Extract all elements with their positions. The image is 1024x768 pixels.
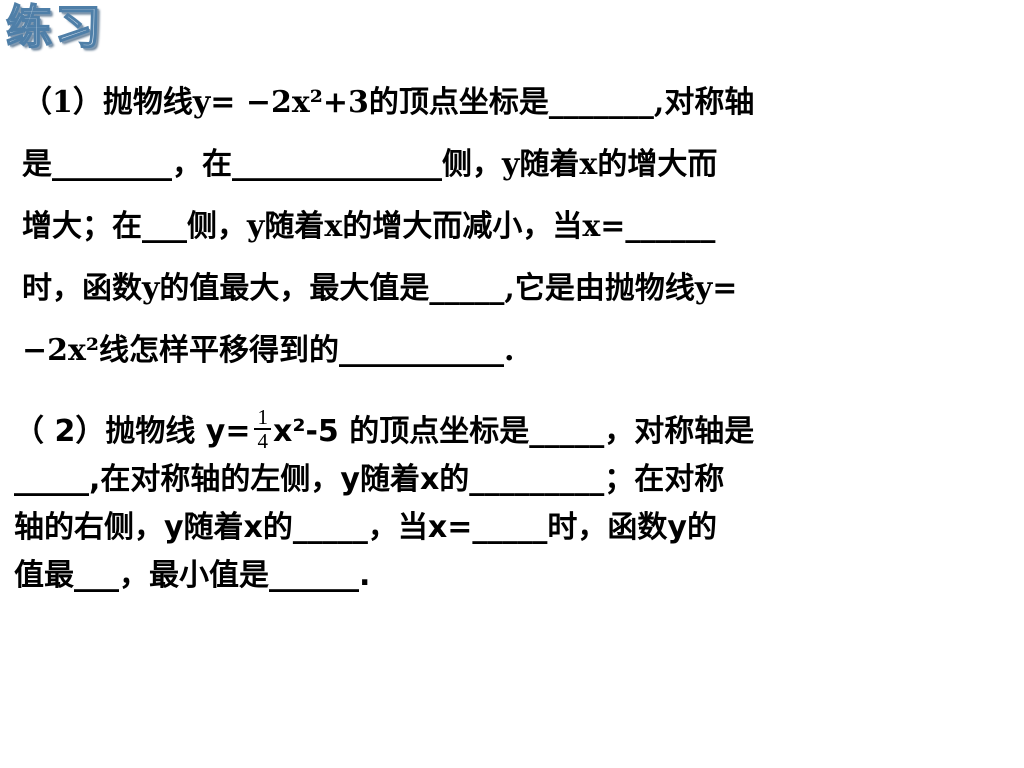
problem-1-line: −2x²线怎样平移得到的___________.: [22, 333, 515, 368]
exercise-problem-1: （1）抛物线y= −2x²+3的顶点坐标是_______,对称轴 是______…: [22, 72, 982, 382]
problem-1-line: （1）抛物线y= −2x²+3的顶点坐标是_______,对称轴: [22, 85, 755, 120]
problem-2-line: 轴的右侧，y随着x的_____，当x=_____时，函数y的: [14, 510, 717, 545]
problem-1-line: 时，函数y的值最大，最大值是_____,它是由抛物线y=: [22, 271, 738, 306]
problem-2-line: 值最___，最小值是______.: [14, 558, 371, 593]
problem-2-suffix: x²-5 的顶点坐标是_____，对称轴是: [272, 414, 755, 449]
slide-title: 练习: [5, 0, 104, 54]
fraction-denominator: 4: [257, 428, 268, 453]
problem-1-line: 增大；在___侧，y随着x的增大而减小，当x=______: [22, 209, 716, 244]
problem-2-line: _____,在对称轴的左侧，y随着x的_________；在对称: [14, 462, 725, 497]
problem-2-prefix: （ 2）抛物线 y=: [14, 414, 251, 449]
fraction-numerator: 1: [254, 406, 271, 430]
problem-1-line: 是________，在______________侧，y随着x的增大而: [22, 147, 718, 182]
